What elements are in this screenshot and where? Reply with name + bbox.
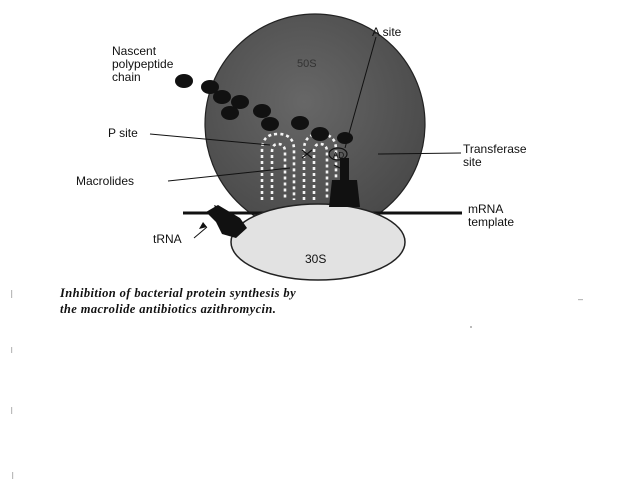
scan-specks <box>11 290 583 479</box>
caption-line-1: Inhibition of bacterial protein synthesi… <box>60 285 480 301</box>
label-a-site: A site <box>372 26 401 39</box>
label-mrna-line-2: template <box>468 216 514 229</box>
label-center-mark: AD <box>333 149 344 162</box>
large-subunit-50s <box>205 14 425 234</box>
caption-line-2: the macrolide antibiotics azithromycin. <box>60 301 480 317</box>
label-mrna-template: mRNA template <box>468 203 514 229</box>
label-nascent-polypeptide-chain: Nascent polypeptide chain <box>112 45 173 84</box>
label-50s: 50S <box>297 58 317 71</box>
small-subunit-30s <box>231 204 405 280</box>
label-transferase-site: Transferase site <box>463 143 527 169</box>
figure-caption: Inhibition of bacterial protein synthesi… <box>60 285 480 317</box>
trna-incoming <box>206 205 247 238</box>
label-nascent-line-3: chain <box>112 71 173 84</box>
label-transferase-line-2: site <box>463 156 527 169</box>
label-macrolides: Macrolides <box>76 175 134 188</box>
label-30s: 30S <box>305 253 326 266</box>
label-trna: tRNA <box>153 233 182 246</box>
label-p-site: P site <box>108 127 138 140</box>
